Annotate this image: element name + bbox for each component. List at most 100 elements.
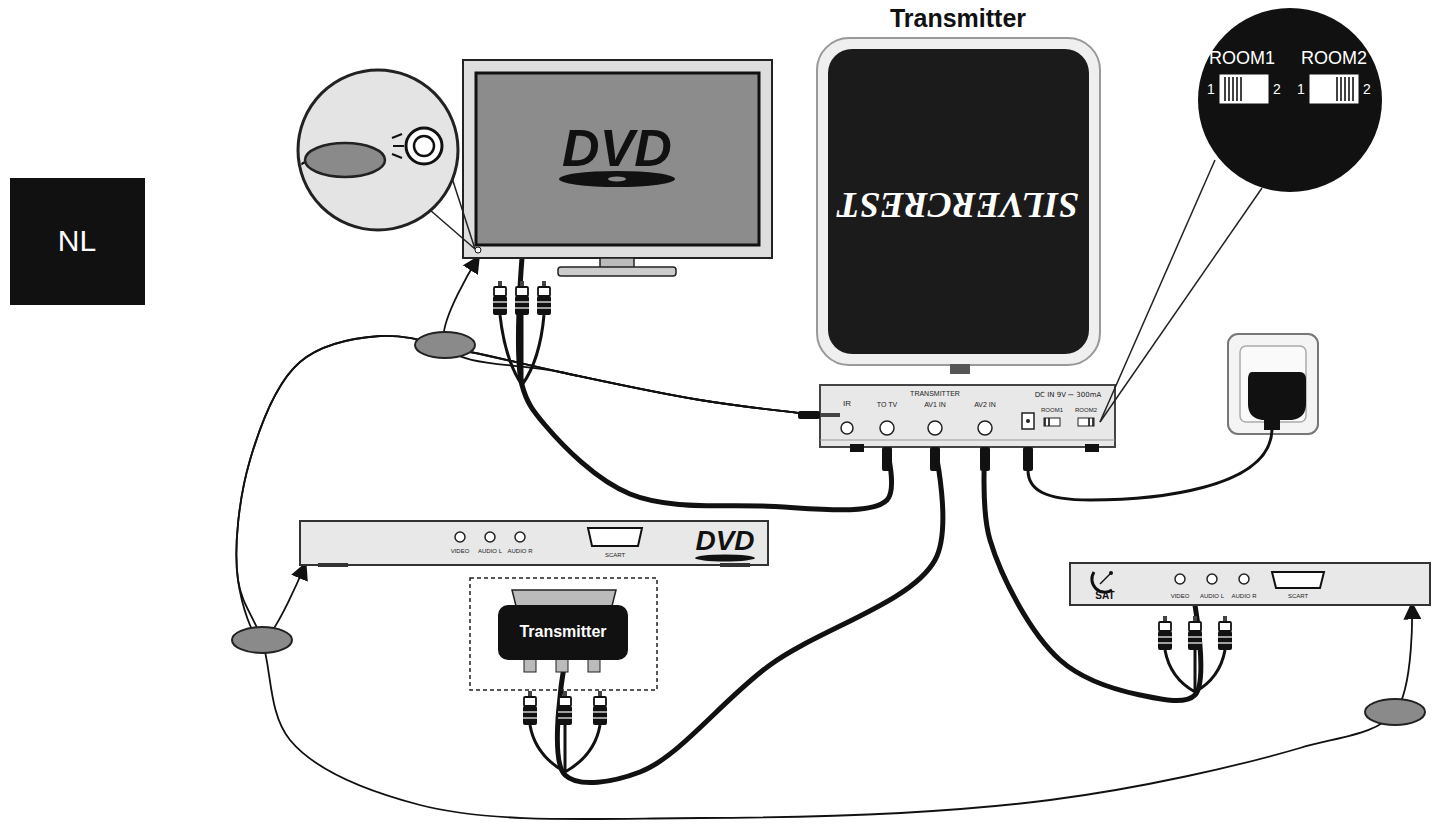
- dvd-player: [318, 563, 348, 567]
- scart-adapter: [512, 590, 616, 606]
- jack-label: AUDIO R: [507, 548, 532, 554]
- power-adapter: [1228, 334, 1318, 434]
- zoom-callout: [290, 70, 475, 249]
- ir-emitter: [232, 332, 1425, 725]
- transmitter-device: [850, 444, 864, 452]
- zoom-callout: [452, 178, 475, 249]
- zoom-callout: [392, 154, 402, 158]
- sat-receiver: [1092, 572, 1112, 592]
- power-adapter: [1248, 372, 1306, 420]
- tv-set: [558, 267, 676, 276]
- zoom-callout: [298, 70, 458, 230]
- panel-plugs: [798, 411, 820, 419]
- language-badge: NL: [10, 178, 145, 305]
- ir-cable: [236, 336, 817, 640]
- rca-plugs-tv: [537, 281, 551, 315]
- tv-set: [463, 60, 772, 276]
- transmitter-device: [1078, 418, 1094, 426]
- panel-plugs: [798, 411, 1033, 471]
- jack-label: TO TV: [877, 401, 897, 408]
- node-text: NL: [58, 226, 96, 256]
- node-text: Transmitter: [519, 624, 606, 640]
- jack-label: AUDIO L: [478, 548, 502, 554]
- tv-set: [476, 73, 759, 245]
- rca-plugs-sat: [1158, 616, 1232, 692]
- power-rating: DC IN 9V ⎓ 300mA: [1035, 392, 1102, 399]
- switch-position: 2: [1273, 82, 1281, 96]
- panel-title: TRANSMITTER: [910, 390, 960, 397]
- rca-plugs-tv: [500, 315, 544, 385]
- jack-label: SCART: [605, 552, 625, 558]
- jack-label: SCART: [1288, 593, 1308, 599]
- transmitter-device: [820, 385, 1115, 447]
- tv-screen: DVD: [463, 60, 772, 258]
- room-switch-callout: [1198, 8, 1382, 192]
- sat-receiver: [1109, 571, 1113, 575]
- dvd-player: [485, 532, 495, 542]
- panel-plugs: [930, 447, 940, 471]
- sat-receiver: [1239, 574, 1249, 584]
- sat-receiver: [1070, 563, 1430, 605]
- transmitter-device: [978, 421, 992, 435]
- zoom-callout: [290, 162, 470, 249]
- node-text: ROOM2: [1301, 49, 1367, 67]
- transmitter-device: [817, 38, 1115, 452]
- ir-emitter: [232, 627, 292, 653]
- switch-label: ROOM1: [1041, 407, 1063, 413]
- rca-plugs-tv: [515, 281, 529, 315]
- switch-callout: ROOM1ROOM2: [1198, 8, 1382, 192]
- switch-label: ROOM2: [1075, 407, 1097, 413]
- switch-position: 1: [1297, 82, 1305, 96]
- rca-plugs-adapter: [523, 691, 607, 772]
- room-switch-callout: [1310, 75, 1358, 103]
- scart-adapter: [524, 658, 536, 672]
- dvd-player: [300, 521, 768, 565]
- switch-position: 1: [1207, 82, 1215, 96]
- rca-plugs-tv: [493, 281, 551, 385]
- ir-cable: [443, 258, 817, 415]
- dvd-player: [515, 532, 525, 542]
- rca-plugs-adapter: [523, 691, 537, 725]
- transmitter-device: [950, 364, 970, 374]
- panel-plugs: [1023, 447, 1033, 471]
- dvd-player: [300, 521, 768, 567]
- switch-position: 2: [1363, 82, 1371, 96]
- scart-adapter: [556, 658, 568, 672]
- sat-receiver: [1070, 563, 1430, 605]
- jack-label: AUDIO L: [1200, 593, 1224, 599]
- transmitter-device: [828, 49, 1089, 354]
- rca-plugs-sat: [1158, 616, 1172, 650]
- dvd-player: [588, 528, 642, 546]
- transmitter-device: [841, 422, 853, 434]
- transmitter-device: [1085, 444, 1099, 452]
- transmitter-device: [1026, 419, 1030, 423]
- room-switch-callout: [1100, 8, 1382, 422]
- scart-adapter: [588, 658, 600, 672]
- transmitter-device: [820, 440, 1115, 441]
- transmitter-device: [1022, 413, 1034, 429]
- jack-label: AV2 IN: [974, 401, 996, 408]
- rca-plugs-tv: [493, 281, 507, 315]
- zoom-callout: [406, 128, 442, 164]
- rca-plugs-sat: [1218, 616, 1232, 650]
- room-switch-callout: [1220, 75, 1268, 103]
- rca-plugs-sat: [1165, 650, 1225, 692]
- node-text: SILVERCREST: [838, 187, 1079, 223]
- dvd-player-box: DVD: [300, 521, 768, 565]
- room-switch-callout: [1100, 160, 1215, 422]
- node-text: DVD: [695, 527, 754, 555]
- transmitter-device: [928, 421, 942, 435]
- tv-set: [463, 60, 772, 258]
- room-switch-callout: [1334, 77, 1356, 101]
- ir-emitter: [1365, 699, 1425, 725]
- dvd-player: [720, 563, 750, 567]
- jack-label: VIDEO: [1171, 593, 1190, 599]
- jack-label: IR: [843, 400, 851, 408]
- node-text: SAT: [1095, 591, 1114, 601]
- zoom-callout: [305, 143, 385, 177]
- power-adapter: [1240, 346, 1306, 422]
- sat-receiver: [1207, 574, 1217, 584]
- zoom-callout: [393, 145, 404, 147]
